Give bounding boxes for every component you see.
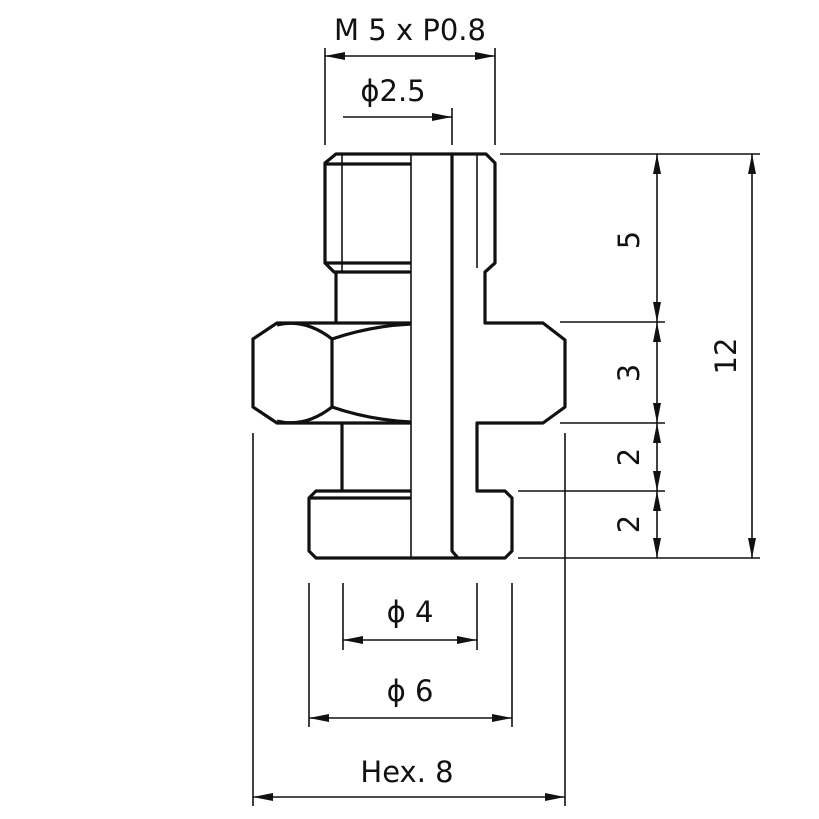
hex-size-label: Hex. 8: [360, 755, 453, 789]
part-outline-view: [251, 152, 458, 560]
bore-diameter-label: ϕ2.5: [360, 74, 425, 108]
dim-label-total-height: 12: [709, 338, 743, 375]
dim-label-neck-height: 2: [612, 448, 646, 466]
section-hatch: [450, 152, 567, 560]
dim-label-flange-height: 2: [612, 515, 646, 533]
thread-spec-label: M 5 x P0.8: [334, 13, 486, 47]
dia-4-label: ϕ 4: [387, 595, 434, 629]
dimension-lines: [252, 48, 760, 806]
dim-label-hex-height: 3: [612, 364, 646, 382]
dim-label-thread-length: 5: [612, 231, 646, 249]
dia-6-label: ϕ 6: [387, 674, 434, 708]
